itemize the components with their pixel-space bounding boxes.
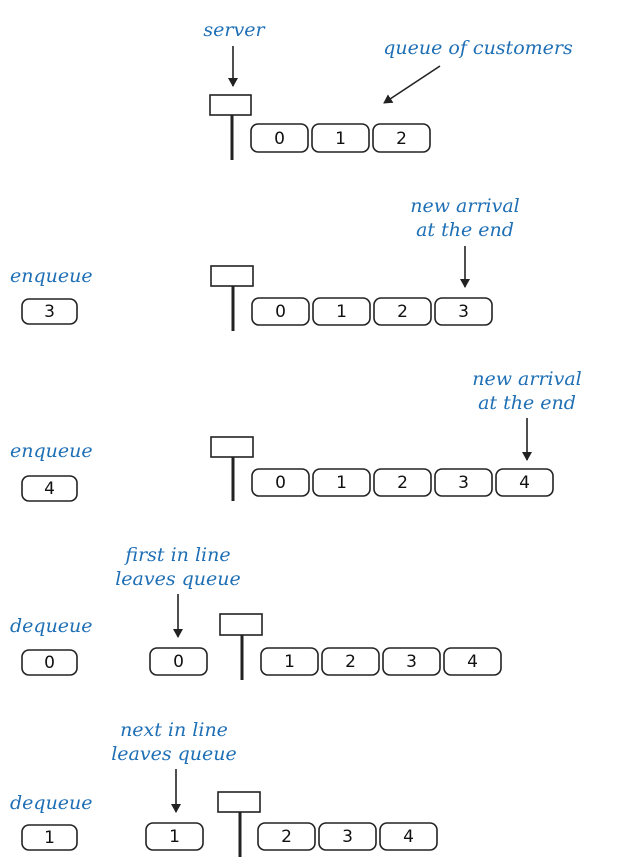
at-the-end-label: at the end [478, 392, 576, 414]
queue-item [260, 647, 319, 676]
next-in-line-label: next in line [120, 719, 228, 741]
server-counter [210, 265, 254, 287]
queue-item [311, 123, 370, 153]
server-counter [209, 94, 252, 116]
queue-item [318, 822, 377, 851]
queue-item [495, 468, 554, 497]
row-enqueue-4: new arrival at the end enqueue 4 0 1 2 3… [10, 368, 582, 502]
queue-item-value: 1 [336, 302, 347, 322]
queue-item [372, 123, 431, 153]
server-counter [210, 436, 254, 458]
queue-item-value: 0 [275, 302, 286, 322]
queue-item [434, 468, 493, 497]
queue-item-value: 3 [458, 473, 469, 493]
queue-item-value: 2 [396, 129, 407, 149]
row-enqueue-3: new arrival at the end enqueue 3 0 1 2 3 [10, 195, 520, 331]
queue-item [312, 297, 371, 326]
operation-label: dequeue [10, 792, 93, 814]
removed-item [149, 647, 208, 676]
leaves-queue-label: leaves queue [115, 568, 241, 590]
queue-item [312, 468, 371, 497]
operand-value: 0 [44, 653, 55, 673]
operand-value: 1 [44, 828, 55, 848]
first-in-line-label: first in line [123, 544, 230, 566]
queue-item-value: 0 [274, 129, 285, 149]
queue-item [382, 647, 441, 676]
queue-item-value: 1 [336, 473, 347, 493]
operand-box [21, 824, 78, 851]
queue-item-value: 4 [519, 473, 530, 493]
queue-item [373, 297, 432, 326]
queue-item [321, 647, 380, 676]
queue-item-value: 3 [342, 827, 353, 847]
queue-item-value: 4 [467, 652, 478, 672]
queue-item [443, 647, 502, 676]
queue-of-customers-label: queue of customers [383, 37, 573, 59]
queue-item [257, 822, 316, 851]
operation-label: enqueue [10, 440, 93, 462]
queue-item-value: 4 [403, 827, 414, 847]
leaves-queue-label: leaves queue [111, 743, 237, 765]
queue-item [251, 468, 310, 497]
operand-value: 4 [44, 479, 55, 499]
operation-label: enqueue [10, 265, 93, 287]
server-counter [219, 613, 263, 636]
queue-item-value: 2 [345, 652, 356, 672]
queue-item [373, 468, 432, 497]
server-counter [217, 791, 261, 813]
removed-item-value: 1 [169, 827, 180, 847]
queue-item-value: 1 [284, 652, 295, 672]
server-label: server [203, 19, 266, 41]
queue-of-customers-arrow [383, 65, 441, 104]
queue-item [250, 123, 309, 153]
new-arrival-label: new arrival [410, 195, 520, 217]
row-dequeue-0: first in line leaves queue dequeue 0 0 1… [10, 544, 502, 680]
removed-item [145, 822, 204, 851]
removed-item-value: 0 [173, 652, 184, 672]
queue-item [379, 822, 438, 851]
queue-item [251, 297, 310, 326]
at-the-end-label: at the end [416, 219, 514, 241]
queue-item-value: 2 [397, 473, 408, 493]
operand-value: 3 [44, 302, 55, 322]
queue-item-value: 1 [335, 129, 346, 149]
new-arrival-label: new arrival [472, 368, 582, 390]
row-dequeue-1: next in line leaves queue dequeue 1 1 2 … [10, 719, 438, 857]
operand-box [21, 475, 78, 502]
queue-item-value: 2 [397, 302, 408, 322]
queue-item-value: 3 [406, 652, 417, 672]
row-initial: server queue of customers 0 1 2 [203, 19, 573, 160]
queue-item [434, 297, 493, 326]
queue-item-value: 3 [458, 302, 469, 322]
operation-label: dequeue [10, 615, 93, 637]
operand-box [21, 649, 78, 676]
queue-item-value: 0 [275, 473, 286, 493]
queue-item-value: 2 [281, 827, 292, 847]
operand-box [21, 298, 78, 325]
